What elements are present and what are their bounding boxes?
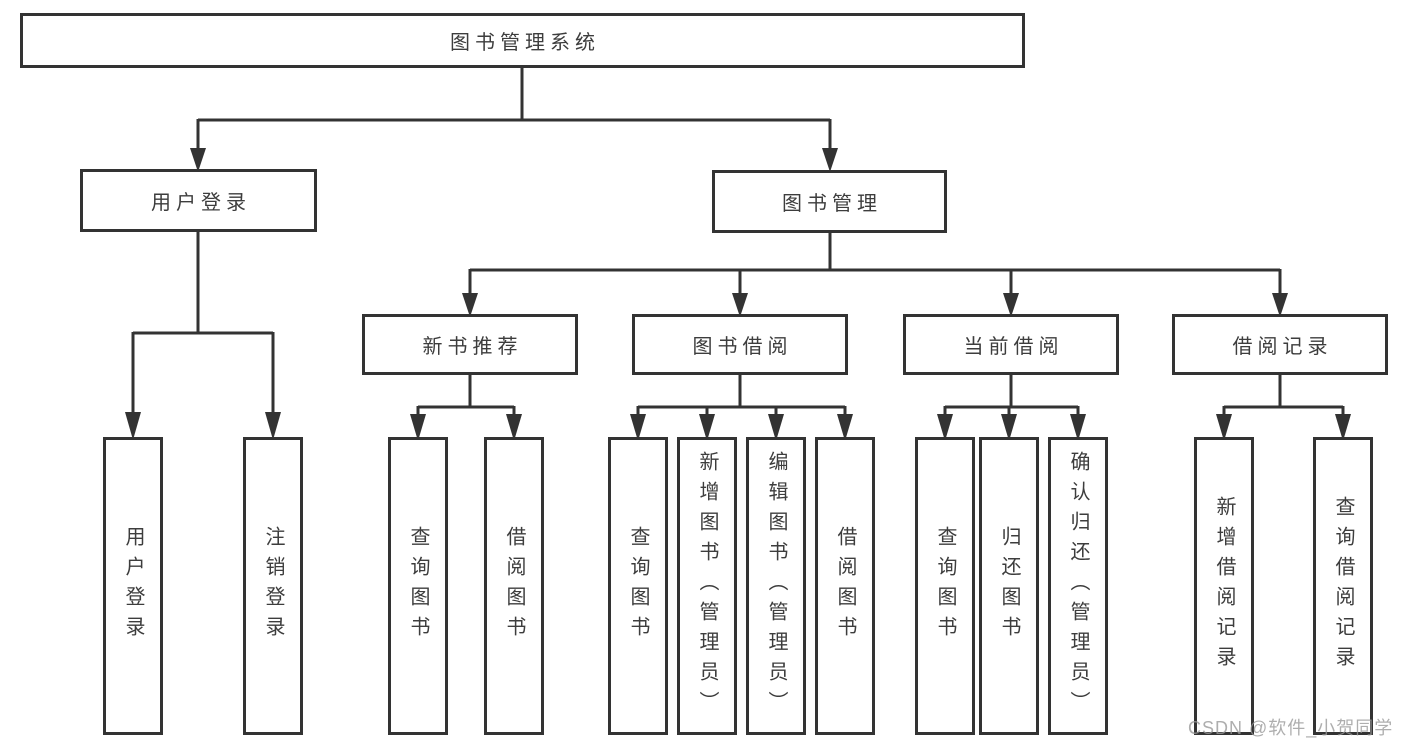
leaf-query-books-current: 查询图书 xyxy=(915,437,975,735)
leaf-logout: 注销登录 xyxy=(243,437,303,735)
node-book-borrowing: 图书借阅 xyxy=(632,314,848,375)
leaf-query-books-borrowing: 查询图书 xyxy=(608,437,668,735)
leaf-add-borrow-record: 新增借阅记录 xyxy=(1194,437,1254,735)
leaf-borrow-books-recommend: 借阅图书 xyxy=(484,437,544,735)
leaf-user-login: 用户登录 xyxy=(103,437,163,735)
node-book-management: 图书管理 xyxy=(712,170,947,233)
node-borrowing-records: 借阅记录 xyxy=(1172,314,1388,375)
node-library-system: 图书管理系统 xyxy=(20,13,1025,68)
leaf-return-books: 归还图书 xyxy=(979,437,1039,735)
arrowheads xyxy=(125,148,1351,441)
leaf-add-book-admin: 新增图书（管理员） xyxy=(677,437,737,735)
node-user-login: 用户登录 xyxy=(80,169,317,232)
leaf-confirm-return-admin: 确认归还（管理员） xyxy=(1048,437,1108,735)
csdn-watermark: CSDN @软件_小贺同学 xyxy=(1188,718,1394,738)
leaf-query-books-recommend: 查询图书 xyxy=(388,437,448,735)
leaf-query-borrow-record: 查询借阅记录 xyxy=(1313,437,1373,735)
leaf-edit-book-admin: 编辑图书（管理员） xyxy=(746,437,806,735)
node-new-book-recommend: 新书推荐 xyxy=(362,314,578,375)
node-current-borrowing: 当前借阅 xyxy=(903,314,1119,375)
leaf-borrow-books-borrowing: 借阅图书 xyxy=(815,437,875,735)
